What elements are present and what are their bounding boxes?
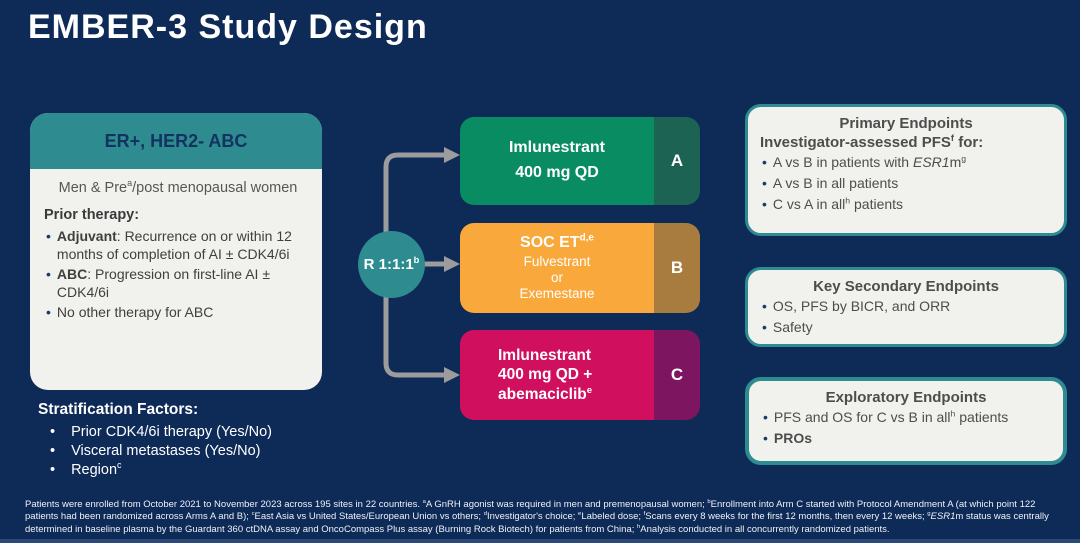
bullet-item: PROs xyxy=(761,429,1051,448)
secondary-endpoints-title: Key Secondary Endpoints xyxy=(813,278,999,295)
bullet-text: Visceral metastases (Yes/No) xyxy=(71,443,261,459)
bullet-item: Visceral metastases (Yes/No) xyxy=(38,443,348,459)
stratification-section: Stratification Factors: Prior CDK4/6i th… xyxy=(38,401,348,481)
bullet-item: OS, PFS by BICR, and ORR xyxy=(760,297,1052,316)
bottom-accent-bar xyxy=(0,539,1080,543)
bullet-item: C vs A in allh patients xyxy=(760,195,1052,214)
exploratory-endpoints-title: Exploratory Endpoints xyxy=(825,389,987,406)
arm-b-treatment: SOC ETd,e Fulvestrant or Exemestane xyxy=(460,223,654,313)
eligibility-body: Men & Prea/post menopausal women Prior t… xyxy=(30,169,322,333)
arm-b-title: SOC ETd,e xyxy=(520,232,594,252)
primary-endpoints-subtitle: Investigator-assessed PFSf for: xyxy=(760,133,984,151)
population-text: Men & Prea/post menopausal women xyxy=(58,178,298,196)
bullet-item: ABC: Progression on first-line AI ± CDK4… xyxy=(44,266,312,301)
bullet-text: Regionc xyxy=(71,460,122,478)
bullet-text: Safety xyxy=(772,318,813,335)
bullet-text: PROs xyxy=(773,429,813,446)
arm-b-sub2: or xyxy=(550,270,563,286)
bullet-item: Regionc xyxy=(38,460,348,478)
bullet-item: A vs B in all patients xyxy=(760,174,1052,193)
stratification-label: Stratification Factors: xyxy=(38,401,199,418)
arm-a-treatment: Imlunestrant 400 mg QD xyxy=(460,117,654,205)
arm-b-label: B xyxy=(654,223,700,313)
arrow-to-arm-c xyxy=(383,288,446,378)
bullet-text: ABC: Progression on first-line AI ± CDK4… xyxy=(56,266,271,300)
bullet-text: OS, PFS by BICR, and ORR xyxy=(772,298,951,314)
arm-a-line2: 400 mg QD xyxy=(515,164,599,181)
arm-c-treatment: Imlunestrant 400 mg QD + abemaciclibe xyxy=(460,330,654,420)
eligibility-header: ER+, HER2- ABC xyxy=(30,113,322,169)
arm-c-line3: abemaciclibe xyxy=(498,384,593,403)
randomization-circle: R 1:1:1b xyxy=(358,231,425,298)
bullet-item: Adjuvant: Recurrence on or within 12 mon… xyxy=(44,228,312,263)
footnote: Patients were enrolled from October 2021… xyxy=(25,498,1049,535)
arm-a-line1: Imlunestrant xyxy=(508,139,605,157)
bullet-item: Prior CDK4/6i therapy (Yes/No) xyxy=(38,424,348,440)
arm-b-sub1: Fulvestrant xyxy=(523,254,591,270)
arm-c-line2: 400 mg QD + xyxy=(498,366,593,384)
bullet-text: A vs B in all patients xyxy=(772,174,899,191)
bullet-item: Safety xyxy=(760,318,1052,337)
bullet-item: PFS and OS for C vs B in allh patients xyxy=(761,408,1051,427)
eligibility-box: ER+, HER2- ABC Men & Prea/post menopausa… xyxy=(30,113,322,390)
arrow-to-arm-a xyxy=(383,152,446,245)
arm-b-sub3: Exemestane xyxy=(519,286,595,302)
arm-c-label: C xyxy=(654,330,700,420)
arrowhead-b xyxy=(444,256,460,272)
arrowhead-c xyxy=(444,367,460,383)
bullet-item: No other therapy for ABC xyxy=(44,304,312,322)
secondary-endpoints-box: Key Secondary Endpoints OS, PFS by BICR,… xyxy=(745,267,1067,347)
page-title: EMBER-3 Study Design xyxy=(28,8,428,46)
bullet-item: A vs B in patients with ESR1mg xyxy=(760,153,1052,172)
bullet-text: Prior CDK4/6i therapy (Yes/No) xyxy=(71,424,273,440)
primary-endpoints-box: Primary Endpoints Investigator-assessed … xyxy=(745,104,1067,236)
primary-endpoints-title: Primary Endpoints xyxy=(839,115,973,132)
exploratory-endpoints-box: Exploratory Endpoints PFS and OS for C v… xyxy=(745,377,1067,465)
arm-c-line1: Imlunestrant xyxy=(498,346,592,364)
bullet-text: Adjuvant: Recurrence on or within 12 mon… xyxy=(56,228,292,262)
prior-therapy-label: Prior therapy: xyxy=(44,207,140,224)
arm-b-box: SOC ETd,e Fulvestrant or Exemestane B xyxy=(460,223,700,313)
arm-a-box: Imlunestrant 400 mg QD A xyxy=(460,117,700,205)
bullet-text: PFS and OS for C vs B in allh patients xyxy=(773,408,1009,425)
bullet-text: No other therapy for ABC xyxy=(56,304,214,321)
bullet-text: C vs A in allh patients xyxy=(772,195,904,212)
bullet-text: A vs B in patients with ESR1mg xyxy=(772,153,967,170)
arm-a-label: A xyxy=(654,117,700,205)
arrowhead-a xyxy=(444,147,460,163)
randomization-ratio: R 1:1:1b xyxy=(363,255,420,273)
arm-c-box: Imlunestrant 400 mg QD + abemaciclibe C xyxy=(460,330,700,420)
